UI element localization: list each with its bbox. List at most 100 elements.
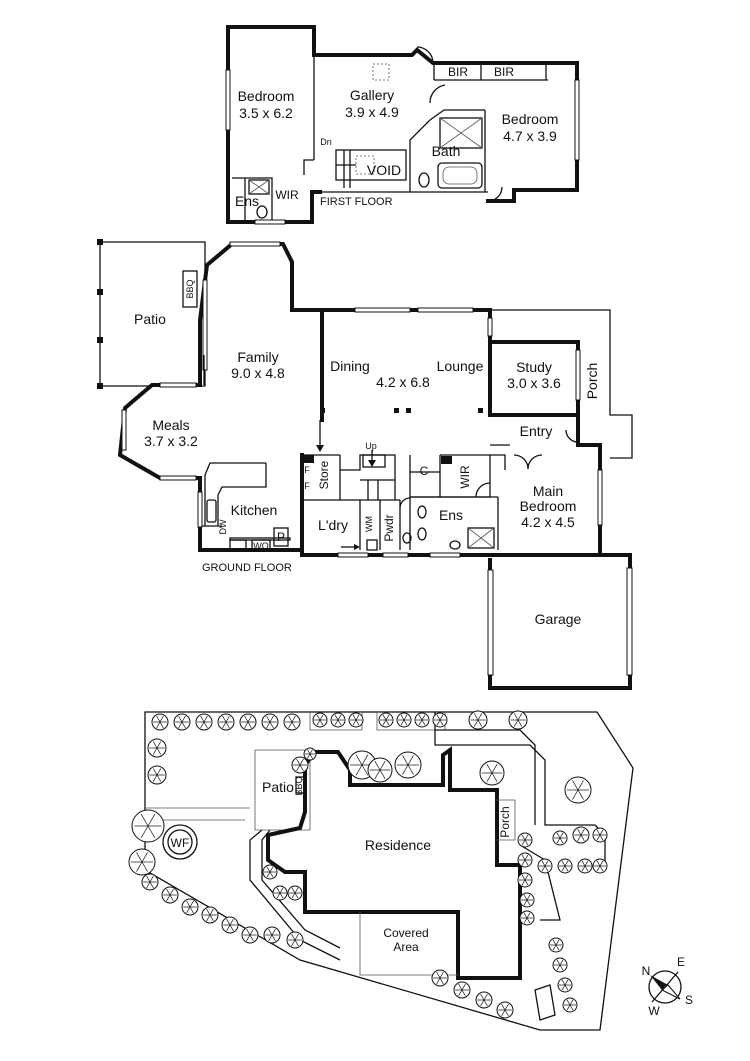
tree-branch <box>266 866 271 873</box>
tree-branch <box>355 754 363 766</box>
tree-branch <box>569 999 574 1006</box>
tree-branch <box>421 714 426 721</box>
tree-branch <box>559 837 564 844</box>
tree-branch <box>156 721 161 729</box>
tree-branch <box>156 741 162 749</box>
tree-branch <box>517 713 523 721</box>
tree-branch <box>491 764 498 774</box>
tree-branch <box>559 959 564 966</box>
tree-branch <box>152 768 158 776</box>
first-bedroom-left-dims: 3.5 x 6.2 <box>239 105 293 121</box>
tree-branch <box>288 721 293 729</box>
tree-branch <box>140 814 149 827</box>
residence-label: Residence <box>365 837 431 853</box>
tree-branch <box>178 715 183 723</box>
tree-branch <box>596 860 601 867</box>
tree-branch <box>523 912 528 919</box>
trees <box>128 710 608 1019</box>
tree-branch <box>461 983 466 991</box>
compass: N E S W <box>642 955 693 1018</box>
first-floor-plan <box>225 25 580 225</box>
tree-branch <box>181 715 186 723</box>
tree-branch <box>307 749 311 755</box>
tree-branch <box>149 881 154 889</box>
tree-branch <box>189 906 194 914</box>
kitchen-label: Kitchen <box>231 502 278 518</box>
tree-branch <box>337 719 342 726</box>
void-label: VOID <box>367 162 401 178</box>
meals-name: Meals <box>152 417 189 433</box>
tree-branch <box>552 939 557 946</box>
tree-branch <box>361 764 369 776</box>
tree-branch <box>271 934 276 942</box>
dw-label: DW <box>218 519 228 534</box>
tree-branch <box>355 719 360 726</box>
tree-branch <box>521 859 526 866</box>
first-wir-label: WIR <box>275 188 299 202</box>
tree-branch <box>577 780 584 791</box>
tree-branch <box>200 721 205 729</box>
tree-branch <box>439 714 444 721</box>
tree-branch <box>483 999 488 1007</box>
tree-branch <box>352 719 357 726</box>
tree-branch <box>418 714 423 721</box>
tree-branch <box>152 747 158 755</box>
tree-branch <box>181 721 186 729</box>
tree-branch <box>584 865 589 872</box>
tree-branch <box>577 789 584 800</box>
tree-branch <box>229 918 234 926</box>
tree-branch <box>402 764 409 775</box>
tree-branch <box>556 959 561 966</box>
tree-branch <box>316 719 321 726</box>
tree-branch <box>524 834 529 841</box>
tree-branch <box>294 892 299 899</box>
tree-branch <box>552 944 557 951</box>
tree-branch <box>379 761 386 771</box>
tree-branch <box>564 865 569 872</box>
tree-branch <box>599 829 604 836</box>
tree-branch <box>203 715 208 723</box>
ground-porch-label: Porch <box>584 363 600 400</box>
tree-branch <box>439 719 444 726</box>
tree-branch <box>580 834 585 842</box>
tree-branch <box>526 894 531 901</box>
tree-branch <box>152 774 158 782</box>
tree-branch <box>501 1009 506 1017</box>
tree-branch <box>268 928 273 936</box>
tree-branch <box>421 719 426 726</box>
tree-branch <box>564 984 569 991</box>
tree-branch <box>225 721 230 729</box>
tree-branch <box>599 860 604 867</box>
tree-branch <box>524 854 529 861</box>
tree-branch <box>541 860 546 867</box>
tree-branch <box>200 715 205 723</box>
tree-branch <box>559 964 564 971</box>
tree-branch <box>159 715 164 723</box>
tree-branch <box>572 780 579 791</box>
tree-branch <box>269 715 274 723</box>
tree-branch <box>504 1009 509 1017</box>
study-name: Study <box>516 359 552 375</box>
tree-branch <box>596 829 601 836</box>
tree-branch <box>352 714 357 721</box>
tree-branch <box>564 979 569 986</box>
water-feature <box>162 824 198 860</box>
tree-branch <box>316 714 321 721</box>
tree-branch <box>156 774 162 782</box>
tree-branch <box>249 934 254 942</box>
tree-branch <box>226 924 231 932</box>
tree-branch <box>136 852 143 863</box>
tree-branch <box>229 924 234 932</box>
powder-label: Pwdr <box>382 514 396 541</box>
tree-branch <box>596 834 601 841</box>
compass-s: S <box>685 993 693 1007</box>
lounge-label: Lounge <box>437 358 484 374</box>
site-bbq-label: BBQ <box>294 776 304 795</box>
tree-branch <box>152 741 158 749</box>
tree-branch <box>439 977 444 985</box>
site-porch-label: Porch <box>498 806 512 837</box>
tree-branch <box>355 714 360 721</box>
tree-branch <box>222 715 227 723</box>
tree-branch <box>291 892 296 899</box>
tree-branch <box>319 719 324 726</box>
